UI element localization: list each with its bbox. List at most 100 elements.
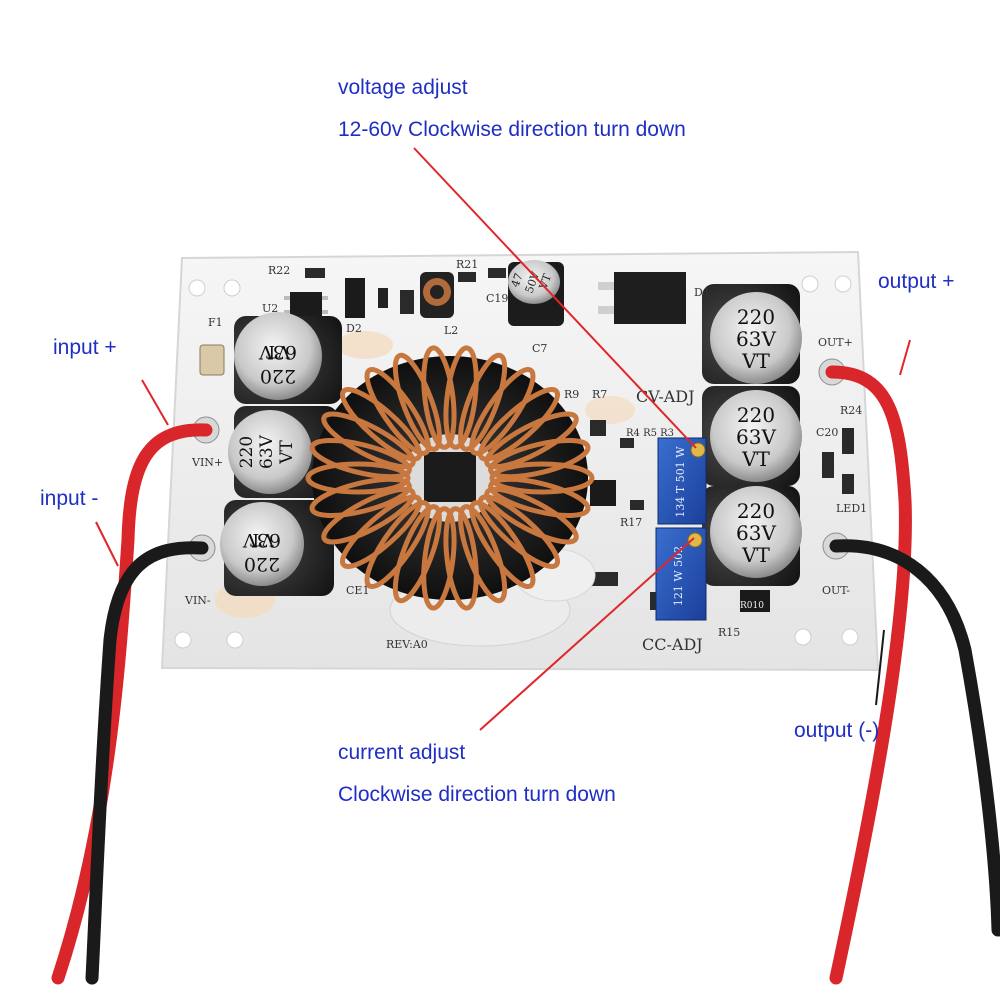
- copper-winding-turn: [458, 504, 508, 604]
- current-potentiometer[interactable]: 121 W 502: [655, 527, 707, 621]
- toroid-inductor: [305, 345, 595, 611]
- copper-winding-turn: [488, 438, 591, 480]
- capacitor-right-mid: 220 63V VT: [702, 386, 802, 486]
- copper-winding-turn: [340, 387, 423, 462]
- silk-cv-adj: CV-ADJ: [636, 387, 695, 406]
- silk-r010: R010: [740, 601, 764, 611]
- voltage-adjust-title: voltage adjust: [338, 76, 468, 99]
- inductor-l2: [420, 272, 454, 318]
- output-minus-label: output (-): [794, 719, 880, 742]
- silk-cc-adj: CC-ADJ: [642, 635, 703, 654]
- silk-c20: C20: [816, 426, 838, 439]
- input-minus-wire: [85, 541, 209, 985]
- copper-winding-turn: [477, 387, 560, 462]
- silk-led1: LED1: [836, 502, 867, 515]
- small-cap-value: 47: [509, 271, 526, 289]
- copper-winding-turn: [469, 500, 536, 590]
- silk-vin-plus: VIN+: [191, 456, 223, 469]
- copper-windings: [305, 345, 595, 611]
- copper-winding-turn: [443, 506, 479, 611]
- silk-l2: L2: [444, 324, 458, 337]
- cap-left-top-series: VT: [266, 341, 291, 361]
- cap-left-bottom-value: 220: [244, 553, 280, 575]
- copper-winding-turn: [340, 494, 423, 569]
- silk-ce1: CE1: [346, 584, 369, 597]
- current-adjust-desc: Clockwise direction turn down: [338, 783, 616, 806]
- copper-winding-turn: [364, 366, 431, 456]
- silk-r17: R17: [620, 516, 642, 529]
- output-minus-wire: [829, 539, 1000, 937]
- copper-winding-turn: [305, 461, 411, 495]
- copper-winding-turn: [489, 461, 595, 495]
- capacitor-small: 47 50V VT: [508, 260, 564, 326]
- silk-r24: R24: [840, 404, 862, 417]
- cap-right-top-value: 220: [737, 305, 775, 329]
- copper-winding-turn: [321, 486, 416, 545]
- copper-winding-turn: [458, 352, 508, 452]
- copper-winding-turn: [421, 345, 457, 450]
- pot-current-label: 121 W 502: [672, 546, 685, 606]
- cap-left-mid-series: VT: [277, 440, 297, 465]
- cap-left-top-voltage: 63V: [259, 341, 297, 363]
- current-adjust-title: current adjust: [338, 741, 466, 764]
- silk-r7: R7: [592, 388, 607, 401]
- silk-r22: R22: [268, 264, 290, 277]
- cap-left-mid-value: 220: [237, 436, 257, 468]
- copper-winding-turn: [321, 411, 416, 470]
- copper-winding-turn: [392, 504, 442, 604]
- capacitor-left-mid: 220 63V VT: [228, 406, 338, 498]
- silk-vin-minus: VIN-: [184, 594, 211, 607]
- cap-right-top-series: VT: [741, 349, 770, 373]
- silk-r9: R9: [564, 388, 579, 401]
- copper-winding-turn: [477, 494, 560, 569]
- silk-d2: D2: [346, 322, 362, 335]
- cap-right-mid-value: 220: [737, 403, 775, 427]
- capacitor-right-top: 220 63V VT: [702, 284, 802, 384]
- silk-r4r5r3: R4 R5 R3: [626, 428, 674, 439]
- copper-winding-turn: [309, 476, 412, 518]
- copper-winding-turn: [421, 506, 457, 611]
- cap-left-top-value: 220: [260, 365, 296, 387]
- input-minus-label: input -: [40, 487, 99, 510]
- silk-r21: R21: [456, 258, 478, 271]
- cap-right-bottom-voltage: 63V: [736, 521, 776, 545]
- copper-winding-turn: [484, 486, 579, 545]
- cap-left-bottom-voltage: 63V: [243, 529, 281, 551]
- cap-left-mid-voltage: 63V: [257, 434, 277, 469]
- cap-left-bottom-series: VT: [250, 529, 275, 549]
- copper-winding-turn: [392, 352, 442, 452]
- copper-winding-turn: [309, 438, 412, 480]
- silk-u2: U2: [262, 302, 278, 315]
- cap-right-top-voltage: 63V: [736, 327, 776, 351]
- capacitor-left-top: VT 63V 220: [234, 312, 342, 404]
- copper-winding-turn: [469, 366, 536, 456]
- small-cap-series: VT: [536, 272, 554, 292]
- voltage-adjust-desc: 12-60v Clockwise direction turn down: [338, 118, 686, 141]
- cap-right-bottom-series: VT: [741, 543, 770, 567]
- copper-winding-turn: [488, 476, 591, 518]
- silk-out-minus: OUT-: [822, 584, 850, 597]
- silk-c7: C7: [532, 342, 547, 355]
- copper-winding-turn: [484, 411, 579, 470]
- copper-winding-turn: [443, 345, 479, 450]
- input-plus-label: input +: [53, 336, 117, 359]
- voltage-potentiometer[interactable]: 134 T 501 W: [657, 437, 707, 525]
- cap-right-mid-series: VT: [741, 447, 770, 471]
- silkscreen-labels: CV-ADJ CC-ADJ VIN+ VIN- OUT+ OUT- D1 R24…: [184, 258, 867, 654]
- copper-winding-turn: [364, 500, 431, 590]
- silk-d1: D1: [694, 286, 710, 299]
- silk-out-plus: OUT+: [818, 336, 853, 349]
- leader-lines: [95, 147, 911, 731]
- output-plus-label: output +: [878, 270, 955, 293]
- pot-voltage-label: 134 T 501 W: [674, 446, 687, 518]
- silk-r15: R15: [718, 626, 740, 639]
- smd-components: [199, 268, 854, 612]
- silk-f1: F1: [208, 316, 223, 329]
- cap-right-mid-voltage: 63V: [736, 425, 776, 449]
- capacitor-left-bottom: VT 63V 220: [220, 500, 334, 596]
- silk-c19: C19: [486, 292, 508, 305]
- silk-rev: REV:A0: [386, 638, 428, 651]
- capacitor-right-bottom: 220 63V VT: [702, 486, 802, 586]
- cap-right-bottom-value: 220: [737, 499, 775, 523]
